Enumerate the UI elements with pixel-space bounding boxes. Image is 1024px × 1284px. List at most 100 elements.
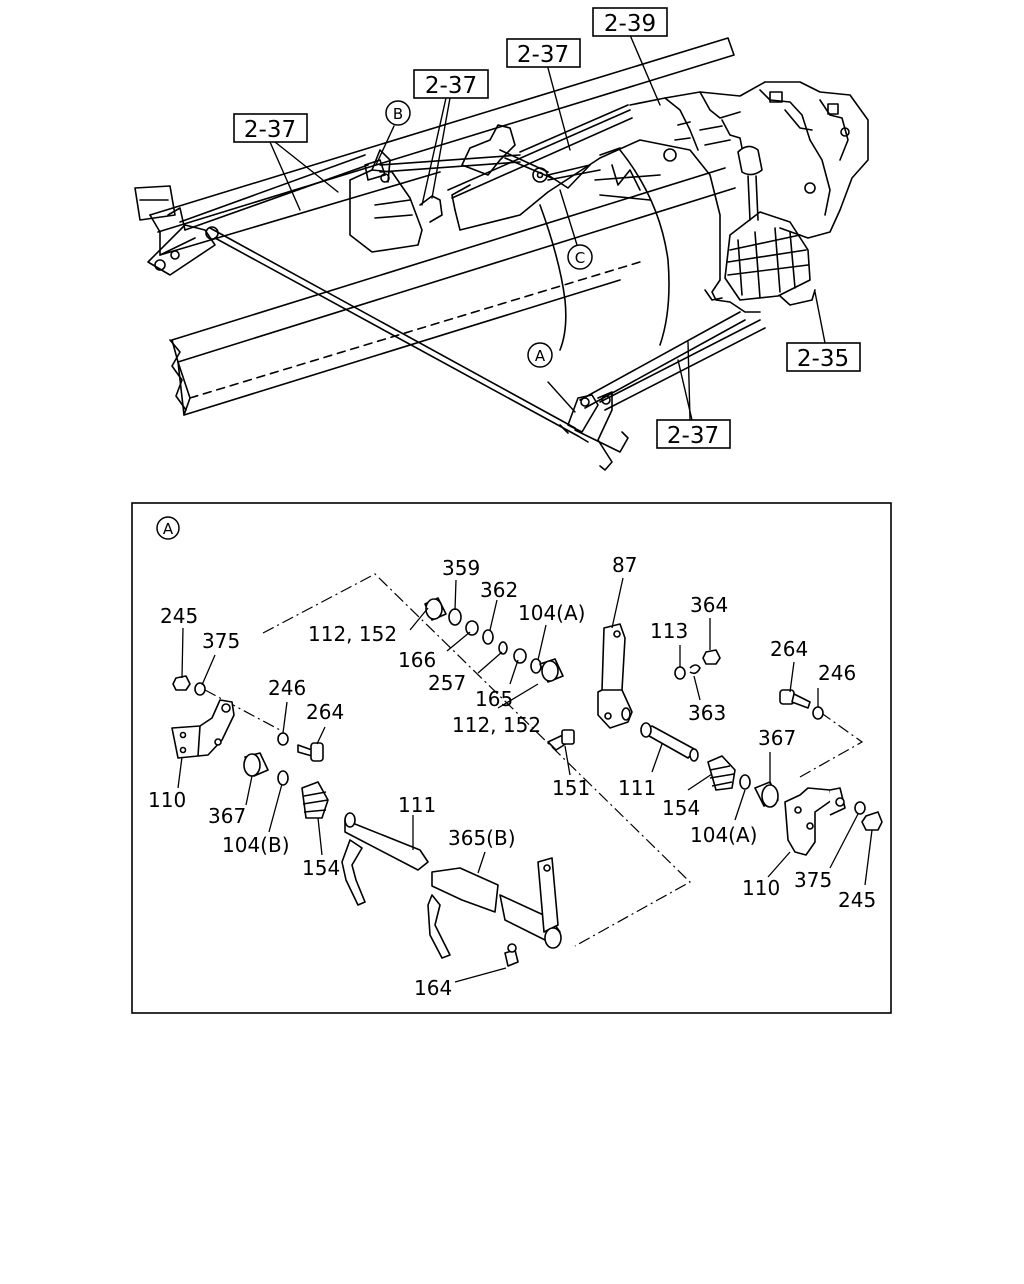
part-label: 112, 152 xyxy=(452,713,541,737)
part-label: 367 xyxy=(758,726,796,750)
ref-label: 2-37 xyxy=(517,42,569,68)
boot-154-right xyxy=(707,755,736,791)
part-label: 164 xyxy=(414,976,452,1000)
bushing-112-152-upper xyxy=(424,597,447,621)
washer-359 xyxy=(448,608,462,626)
part-label: 245 xyxy=(160,604,198,628)
callout-letter: C xyxy=(575,249,585,267)
detail-callout-a: A xyxy=(156,516,180,540)
part-label: 87 xyxy=(612,553,637,577)
callout-b[interactable]: B xyxy=(385,100,411,126)
washer-375-left xyxy=(194,682,206,696)
ref-box-2-37-d[interactable]: 2-37 xyxy=(656,419,731,449)
shift-lever-c xyxy=(461,124,621,189)
part-label: 367 xyxy=(208,804,246,828)
detail-parts xyxy=(171,597,883,967)
grease-nipple-164 xyxy=(504,943,519,967)
part-label: 104(A) xyxy=(690,823,757,847)
callout-a[interactable]: A xyxy=(527,342,553,368)
ref-box-2-37-b[interactable]: 2-37 xyxy=(413,69,489,99)
left-end-bracket xyxy=(134,185,216,276)
centerline-right xyxy=(799,711,864,778)
part-label: 111 xyxy=(398,793,436,817)
nut-245-left xyxy=(172,675,191,691)
washer-257 xyxy=(498,641,508,655)
ref-label: 2-39 xyxy=(604,11,656,37)
detail-frame xyxy=(131,502,892,1014)
part-label: 246 xyxy=(818,661,856,685)
shaft-111-left xyxy=(341,812,429,906)
bracket-b xyxy=(349,149,443,253)
washer-104a-right xyxy=(739,774,751,790)
washer-246-left xyxy=(277,732,289,746)
ref-label: 2-37 xyxy=(244,117,296,143)
centerline-left xyxy=(204,689,281,731)
ref-box-2-39[interactable]: 2-39 xyxy=(592,7,668,37)
part-label: 364 xyxy=(690,593,728,617)
part-label: 151 xyxy=(552,776,590,800)
engine-block xyxy=(629,81,869,239)
bolt-264-right xyxy=(779,689,811,709)
gear-shift-lever xyxy=(704,145,816,313)
boot-154-left xyxy=(301,781,329,819)
washer-246-right xyxy=(812,706,824,720)
lower-control-rods xyxy=(579,311,766,411)
ref-box-2-35[interactable]: 2-35 xyxy=(786,342,861,372)
callout-letter: A xyxy=(163,520,174,538)
ref-label: 2-37 xyxy=(667,423,719,449)
transmission-housing xyxy=(451,139,721,351)
part-label: 154 xyxy=(662,796,700,820)
nut-364 xyxy=(702,649,721,665)
ref-label: 2-37 xyxy=(425,73,477,99)
bushing-367-right xyxy=(754,781,779,808)
detail-labels: 359 87 362 245 104(A) 364 375 112, 152 1… xyxy=(148,553,876,1000)
overview-illustration xyxy=(134,34,869,471)
part-label: 365(B) xyxy=(448,826,516,850)
frame-rail-front xyxy=(169,167,736,416)
washer-166 xyxy=(465,620,479,636)
part-label: 112, 152 xyxy=(308,622,397,646)
callout-letter: A xyxy=(535,347,546,365)
shaft-111-right xyxy=(640,722,699,762)
lever-87 xyxy=(597,623,633,729)
part-label: 245 xyxy=(838,888,876,912)
ref-label: 2-35 xyxy=(797,346,849,372)
part-label: 363 xyxy=(688,701,726,725)
assembly-outline xyxy=(262,573,691,947)
washer-104a-upper xyxy=(530,658,542,674)
linkage-a xyxy=(559,391,629,471)
ref-box-2-37-c[interactable]: 2-37 xyxy=(233,113,308,143)
part-label: 264 xyxy=(306,700,344,724)
part-label: 110 xyxy=(148,788,186,812)
bracket-110-right xyxy=(784,787,846,856)
clip-363 xyxy=(689,664,701,675)
part-label: 111 xyxy=(618,776,656,800)
shaft-365b xyxy=(427,857,562,959)
part-label: 246 xyxy=(268,676,306,700)
part-label: 375 xyxy=(202,629,240,653)
washer-113 xyxy=(674,666,686,680)
overview-leader-lines xyxy=(269,34,826,421)
washer-165 xyxy=(513,648,527,664)
part-label: 362 xyxy=(480,578,518,602)
washer-362 xyxy=(482,629,494,645)
washer-104b xyxy=(277,770,289,786)
callout-c[interactable]: C xyxy=(567,244,593,270)
washer-375-right xyxy=(854,801,866,815)
part-label: 375 xyxy=(794,868,832,892)
detail-leader-lines xyxy=(177,577,873,983)
part-label: 359 xyxy=(442,556,480,580)
part-label: 113 xyxy=(650,619,688,643)
bolt-264-left xyxy=(297,742,324,762)
part-label: 154 xyxy=(302,856,340,880)
part-label: 166 xyxy=(398,648,436,672)
pin-151 xyxy=(547,729,575,751)
callout-letter: B xyxy=(393,105,403,123)
part-label: 110 xyxy=(742,876,780,900)
ref-box-2-37-a[interactable]: 2-37 xyxy=(506,38,581,68)
part-label: 104(B) xyxy=(222,833,290,857)
part-label: 104(A) xyxy=(518,601,585,625)
part-label: 264 xyxy=(770,637,808,661)
